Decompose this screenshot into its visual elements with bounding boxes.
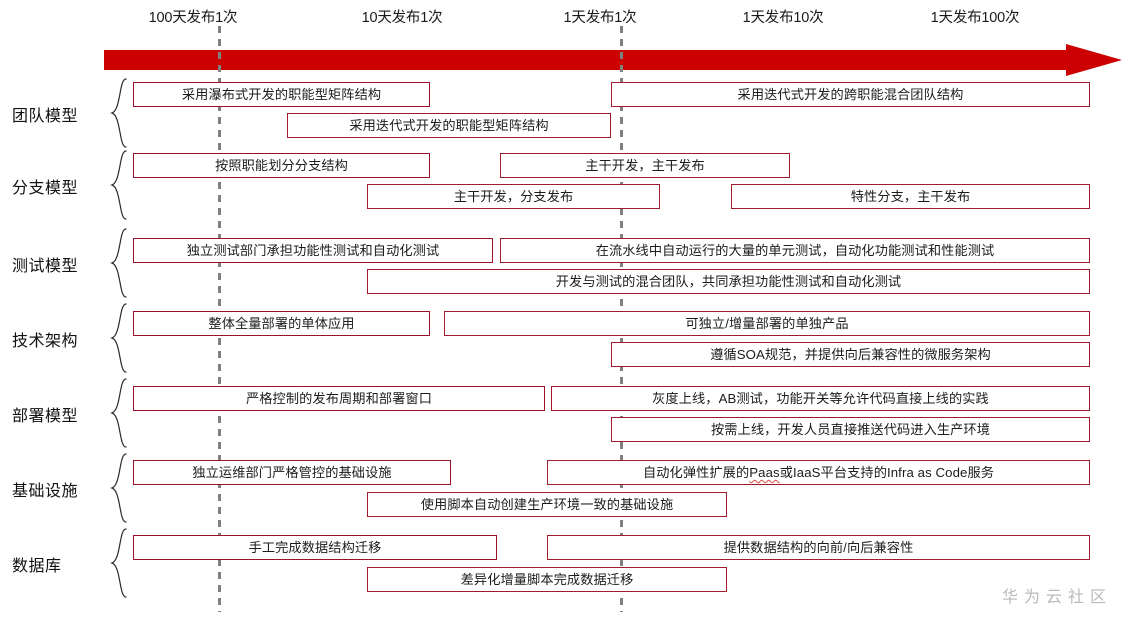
row-label-team-model: 团队模型 [12,108,79,125]
practice-text-pre: 自动化弹性扩展的 [642,464,750,480]
practice-box-test-model-3[interactable]: 开发与测试的混合团队，共同承担功能性测试和自动化测试 [367,269,1090,294]
brace-icon-infrastructure [110,453,130,523]
practice-box-branch-model-4[interactable]: 特性分支，主干发布 [731,184,1090,209]
practice-box-team-model-2[interactable]: 采用迭代式开发的跨职能混合团队结构 [611,82,1090,107]
brace-icon-branch-model [110,150,130,220]
brace-icon-test-model [110,228,130,298]
row-label-test-model: 测试模型 [12,258,79,275]
practice-box-tech-architecture-2[interactable]: 可独立/增量部署的单独产品 [444,311,1090,336]
row-label-infrastructure: 基础设施 [12,483,79,500]
watermark: 华为云社区 [1001,589,1112,606]
row-label-database: 数据库 [12,558,62,575]
timeline-tick-5: 1天发布100次 [930,10,1020,26]
spellcheck-underlined-term: Paas [749,464,780,480]
timeline-tick-2: 10天发布1次 [361,10,443,26]
practice-box-team-model-3[interactable]: 采用迭代式开发的职能型矩阵结构 [287,113,611,138]
practice-box-infrastructure-1[interactable]: 独立运维部门严格管控的基础设施 [133,460,451,485]
practice-box-test-model-1[interactable]: 独立测试部门承担功能性测试和自动化测试 [133,238,493,263]
practice-box-test-model-2[interactable]: 在流水线中自动运行的大量的单元测试，自动化功能测试和性能测试 [500,238,1090,263]
practice-box-deploy-model-3[interactable]: 按需上线，开发人员直接推送代码进入生产环境 [611,417,1090,442]
brace-icon-team-model [110,78,130,148]
practice-box-database-3[interactable]: 差异化增量脚本完成数据迁移 [367,567,727,592]
row-label-tech-architecture: 技术架构 [12,333,79,350]
row-label-branch-model: 分支模型 [12,180,79,197]
brace-icon-database [110,528,130,598]
practice-box-tech-architecture-3[interactable]: 遵循SOA规范，并提供向后兼容性的微服务架构 [611,342,1090,367]
practice-box-infrastructure-3[interactable]: 使用脚本自动创建生产环境一致的基础设施 [367,492,727,517]
maturity-arrow [104,44,1122,76]
row-label-deploy-model: 部署模型 [12,408,79,425]
timeline-tick-1: 100天发布1次 [148,10,238,26]
practice-box-team-model-1[interactable]: 采用瀑布式开发的职能型矩阵结构 [133,82,430,107]
brace-icon-tech-architecture [110,303,130,373]
practice-box-branch-model-3[interactable]: 主干开发，分支发布 [367,184,660,209]
practice-box-branch-model-1[interactable]: 按照职能划分分支结构 [133,153,430,178]
practice-box-database-2[interactable]: 提供数据结构的向前/向后兼容性 [547,535,1090,560]
practice-box-tech-architecture-1[interactable]: 整体全量部署的单体应用 [133,311,430,336]
brace-icon-deploy-model [110,378,130,448]
practice-text-post: 或IaaS平台支持的Infra as Code服务 [779,464,995,480]
timeline-tick-4: 1天发布10次 [742,10,824,26]
practice-box-deploy-model-1[interactable]: 严格控制的发布周期和部署窗口 [133,386,545,411]
practice-box-database-1[interactable]: 手工完成数据结构迁移 [133,535,497,560]
practice-box-branch-model-2[interactable]: 主干开发，主干发布 [500,153,790,178]
timeline-tick-3: 1天发布1次 [563,10,637,26]
practice-box-deploy-model-2[interactable]: 灰度上线，AB测试，功能开关等允许代码直接上线的实践 [551,386,1090,411]
